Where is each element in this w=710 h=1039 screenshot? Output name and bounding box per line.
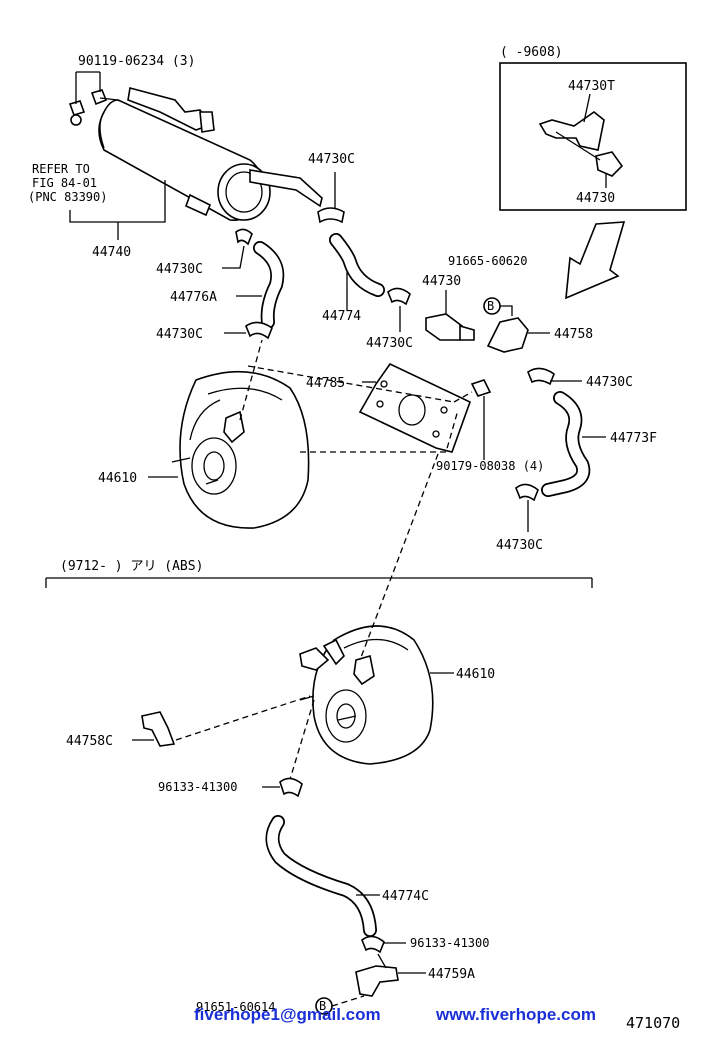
nut-90179 bbox=[470, 379, 492, 397]
label-44774c: 44774C bbox=[382, 889, 429, 904]
b-mark-bottom-label: B bbox=[319, 999, 326, 1013]
label-44730c-f: 44730C bbox=[496, 538, 543, 553]
label-44730c-e: 44730C bbox=[586, 375, 633, 390]
label-44758c: 44758C bbox=[66, 734, 113, 749]
bolt-90119 bbox=[68, 89, 119, 126]
hose-44759a bbox=[355, 953, 399, 997]
watermark-email: fiverhope1@gmail.com bbox=[194, 1005, 381, 1024]
clamp-96133-b bbox=[361, 935, 385, 954]
label-91651: 91651-60614 bbox=[196, 1000, 275, 1014]
hose-44773f bbox=[541, 391, 591, 497]
watermark-site: www.fiverhope.com bbox=[435, 1005, 596, 1024]
hose-44774 bbox=[329, 233, 385, 297]
label-44730c-a: 44730C bbox=[308, 152, 355, 167]
clamp-44730c-b bbox=[235, 228, 253, 246]
inset-box bbox=[499, 62, 687, 211]
clamp-44730c-c bbox=[245, 321, 273, 340]
label-44730c-c: 44730C bbox=[156, 327, 203, 342]
label-44776a: 44776A bbox=[170, 290, 217, 305]
label-inset-44730t: 44730T bbox=[568, 79, 615, 94]
brake-booster-44610-bottom bbox=[299, 625, 434, 765]
label-44610-bottom: 44610 bbox=[456, 667, 495, 682]
check-valve-44730 bbox=[425, 313, 475, 341]
label-inset-44730: 44730 bbox=[576, 191, 615, 206]
hose-44774c bbox=[265, 815, 377, 937]
label-refer-2: FIG 84-01 bbox=[32, 176, 97, 190]
label-96133-a: 96133-41300 bbox=[158, 780, 237, 794]
vacuum-tank bbox=[98, 87, 323, 221]
clamp-44730c-f bbox=[515, 483, 539, 502]
label-44730-mid: 44730 bbox=[422, 274, 461, 289]
label-44730c-b: 44730C bbox=[156, 262, 203, 277]
inset-arrow bbox=[565, 221, 626, 300]
label-44758: 44758 bbox=[554, 327, 593, 342]
clamp-44730c-d bbox=[387, 287, 411, 306]
bracket-44758 bbox=[486, 317, 529, 353]
label-91665: 91665-60620 bbox=[448, 254, 527, 268]
brake-booster-44610-top bbox=[171, 370, 310, 529]
label-90119: 90119-06234 (3) bbox=[78, 54, 195, 69]
label-44774: 44774 bbox=[322, 309, 361, 324]
clamp-44730c-e bbox=[527, 367, 555, 386]
label-44730c-d: 44730C bbox=[366, 336, 413, 351]
label-44759a: 44759A bbox=[428, 967, 475, 982]
label-96133-b: 96133-41300 bbox=[410, 936, 489, 950]
label-44610-top: 44610 bbox=[98, 471, 137, 486]
hose-44776a bbox=[253, 241, 285, 329]
clamp-44730c-a bbox=[317, 207, 345, 224]
label-refer-1: REFER TO bbox=[32, 162, 90, 176]
label-90179: 90179-08038 (4) bbox=[436, 459, 544, 473]
label-inset-range: ( -9608) bbox=[500, 45, 563, 60]
gasket-44785 bbox=[358, 362, 471, 453]
bracket-44758c bbox=[141, 711, 176, 747]
clamp-96133-a bbox=[279, 777, 303, 798]
b-mark-label: B bbox=[487, 299, 494, 313]
label-44740: 44740 bbox=[92, 245, 131, 260]
b-mark: B bbox=[483, 297, 501, 315]
label-refer-3: (PNC 83390) bbox=[28, 190, 107, 204]
figure-number: 471070 bbox=[626, 1014, 680, 1032]
label-44773f: 44773F bbox=[610, 431, 657, 446]
label-section-range: (9712- ) アリ (ABS) bbox=[60, 559, 203, 574]
label-44785: 44785 bbox=[306, 376, 345, 391]
